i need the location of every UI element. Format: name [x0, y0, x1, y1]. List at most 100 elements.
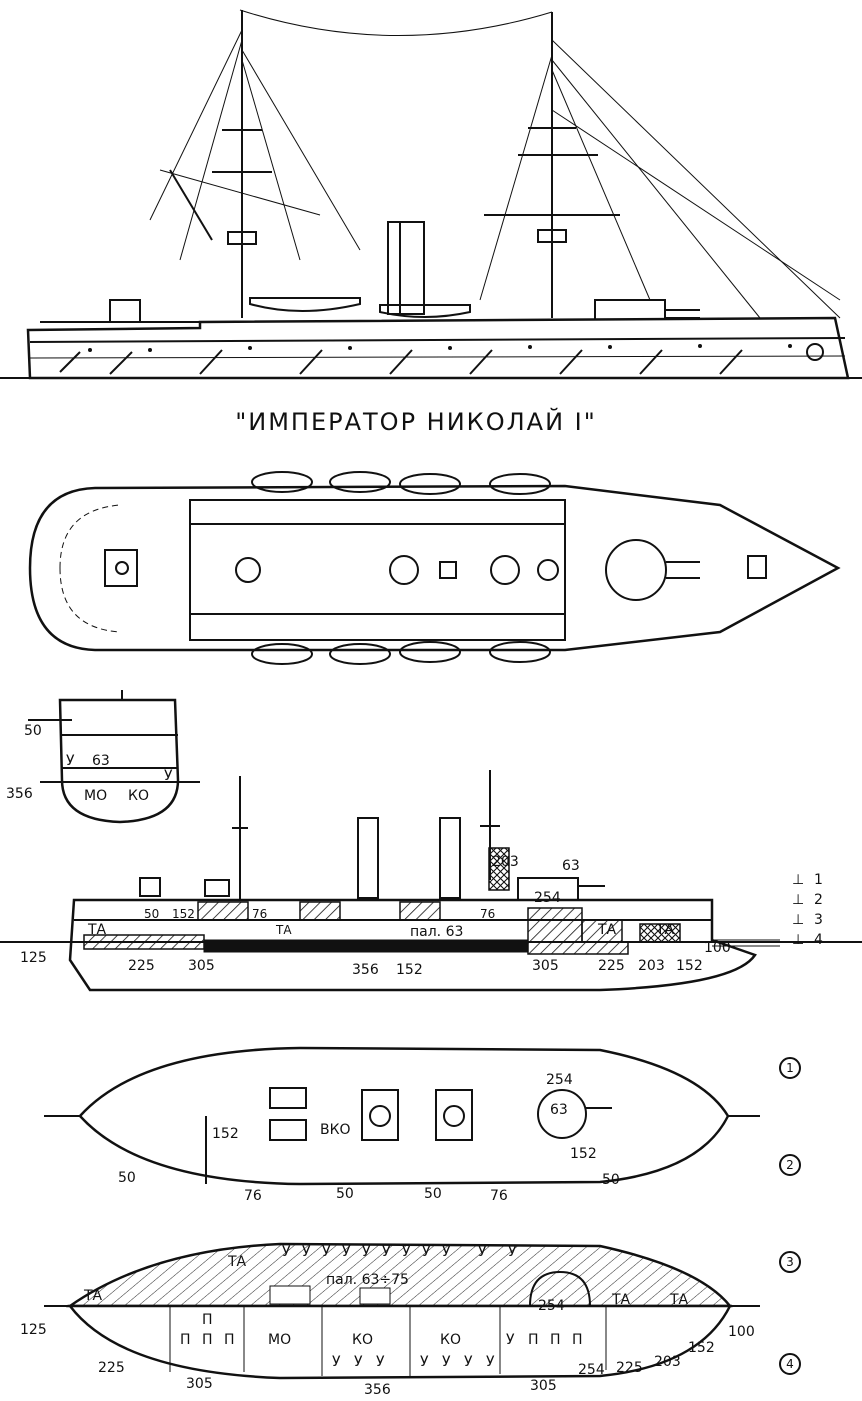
- svg-text:1: 1: [814, 872, 823, 888]
- section-label: КО: [128, 788, 149, 804]
- deck-label: ТА: [611, 1292, 631, 1308]
- armor-label: 254: [534, 890, 561, 906]
- deck-label: 305: [530, 1378, 557, 1394]
- deck-label: П: [528, 1332, 539, 1348]
- deck-label: 152: [688, 1340, 715, 1356]
- armor-label: 63: [562, 858, 580, 874]
- armor-label: 225: [128, 958, 155, 974]
- svg-text:2: 2: [786, 1158, 794, 1172]
- section-label: 50: [24, 723, 42, 739]
- compartment-label: У: [420, 1354, 429, 1370]
- deck-markers: 1 2 3 4: [779, 1057, 801, 1375]
- armor-label: ТА: [87, 922, 107, 938]
- compartment-label: У: [402, 1244, 411, 1260]
- midship-section: 50 63 У У 356 МО КО: [6, 690, 200, 824]
- compartment-label: У: [322, 1244, 331, 1260]
- deck-label: 50: [118, 1170, 136, 1186]
- compartment-label: У: [282, 1244, 291, 1260]
- deck-label: П: [550, 1332, 561, 1348]
- deck-label: 50: [602, 1172, 620, 1188]
- deck-label: ВКО: [320, 1122, 351, 1138]
- compartment-label: У: [376, 1354, 385, 1370]
- armor-label: 203: [638, 958, 665, 974]
- armor-label: 152: [172, 907, 195, 921]
- section-label: 63: [92, 753, 110, 769]
- section-label: У: [66, 753, 75, 769]
- ship-title: "ИМПЕРАТОР НИКОЛАЙ I": [235, 407, 597, 436]
- compartment-label: У: [486, 1354, 495, 1370]
- armor-label: 125: [20, 950, 47, 966]
- svg-text:3: 3: [786, 1255, 794, 1269]
- deck-label: 76: [490, 1188, 508, 1204]
- section-label: У: [164, 768, 173, 784]
- deck-label: П: [224, 1332, 235, 1348]
- svg-text:⊥: ⊥: [792, 892, 804, 908]
- deck-label: 63: [550, 1102, 568, 1118]
- armor-label: 76: [480, 907, 495, 921]
- armor-label: 152: [396, 962, 423, 978]
- deck-label: П: [180, 1332, 191, 1348]
- deck-plan-lower: ТА У У У У У У У У У У У пал. 63÷75 ТА 2…: [20, 1242, 760, 1398]
- compartment-label: У: [478, 1244, 487, 1260]
- compartment-label: У: [354, 1354, 363, 1370]
- side-profile: [0, 9, 862, 380]
- section-label: МО: [84, 788, 107, 804]
- compartment-label: У: [442, 1244, 451, 1260]
- deck-label: У: [506, 1332, 515, 1348]
- deck-label: 225: [616, 1360, 643, 1376]
- deck-label: 254: [578, 1362, 605, 1378]
- svg-text:4: 4: [786, 1357, 794, 1371]
- deck-label: 100: [728, 1324, 755, 1340]
- armor-label: 203: [492, 854, 519, 870]
- armor-label: пал. 63: [410, 924, 463, 940]
- deck-label: 152: [212, 1126, 239, 1142]
- deck-label: П: [202, 1332, 213, 1348]
- deck-label: 254: [538, 1298, 565, 1314]
- deck-label: ТА: [669, 1292, 689, 1308]
- svg-text:⊥: ⊥: [792, 912, 804, 928]
- armor-label: ТА: [655, 922, 675, 938]
- deck-label: 305: [186, 1376, 213, 1392]
- armor-label: 305: [188, 958, 215, 974]
- compartment-label: У: [332, 1354, 341, 1370]
- deck-label: 125: [20, 1322, 47, 1338]
- compartment-label: У: [342, 1244, 351, 1260]
- deck-label: 254: [546, 1072, 573, 1088]
- deck-label: 50: [336, 1186, 354, 1202]
- armor-label: 50: [144, 907, 159, 921]
- svg-text:4: 4: [814, 932, 823, 948]
- deck-plan-upper: 254 63 152 ВКО 152 50 76 50 50 76 50: [44, 1046, 760, 1204]
- compartment-label: У: [508, 1244, 517, 1260]
- svg-text:⊥: ⊥: [792, 932, 804, 948]
- armor-label: 76: [252, 907, 267, 921]
- compartment-label: У: [382, 1244, 391, 1260]
- deck-label: КО: [440, 1332, 461, 1348]
- compartment-label: У: [422, 1244, 431, 1260]
- svg-text:3: 3: [814, 912, 823, 928]
- deck-plan-top: [28, 471, 841, 665]
- deck-label: МО: [268, 1332, 291, 1348]
- deck-label: 76: [244, 1188, 262, 1204]
- armor-label: 152: [676, 958, 703, 974]
- armor-profile: 203 63 254 50 152 76 76 ТА ТА пал. 63 ТА…: [0, 770, 862, 992]
- deck-label: П: [572, 1332, 583, 1348]
- armor-label: 356: [352, 962, 379, 978]
- deck-label: П: [202, 1312, 213, 1328]
- svg-text:2: 2: [814, 892, 823, 908]
- deck-label: 152: [570, 1146, 597, 1162]
- compartment-label: ТА: [227, 1254, 247, 1270]
- armor-label: ТА: [597, 922, 617, 938]
- armor-label: 225: [598, 958, 625, 974]
- deck-label: 225: [98, 1360, 125, 1376]
- deck-label: КО: [352, 1332, 373, 1348]
- deck-label: 356: [364, 1382, 391, 1398]
- deck-label: пал. 63÷75: [326, 1272, 409, 1288]
- deck-label: ТА: [83, 1288, 103, 1304]
- deck-label: 203: [654, 1354, 681, 1370]
- deck-label: 50: [424, 1186, 442, 1202]
- section-label: 356: [6, 786, 33, 802]
- svg-text:1: 1: [786, 1061, 794, 1075]
- armor-label: ТА: [275, 923, 292, 937]
- armor-label: 305: [532, 958, 559, 974]
